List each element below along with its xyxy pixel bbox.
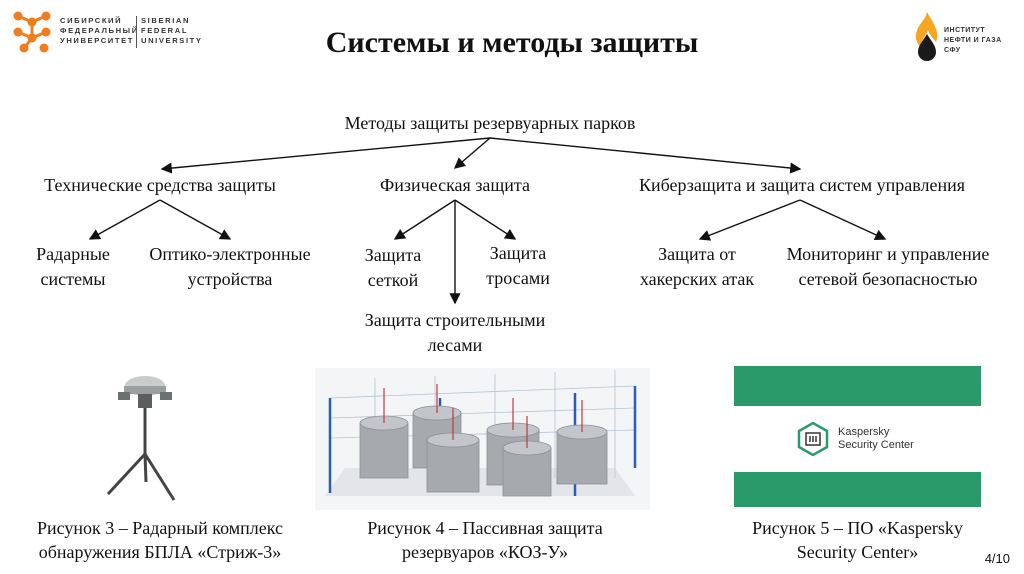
leaf-line: лесами — [427, 335, 483, 355]
leaf-line: сетевой безопасностью — [798, 269, 978, 289]
kaspersky-shield-icon — [797, 422, 829, 456]
page-number: 4/10 — [984, 551, 1010, 566]
diagram-root: Методы защиты резервуарных парков — [344, 113, 636, 133]
leaf-cables: Защита тросами — [486, 241, 550, 291]
sfu-ru-line: УНИВЕРСИТЕТ — [60, 36, 134, 45]
sfu-logo: СИБИРСКИЙ ФЕДЕРАЛЬНЫЙ УНИВЕРСИТЕТ SIBERI… — [10, 8, 203, 56]
kaspersky-logo-line: Kaspersky — [838, 426, 890, 438]
leaf-net: Защита сеткой — [365, 243, 422, 293]
caption-line: Рисунок 4 – Пассивная защита — [367, 518, 603, 538]
flame-drop-icon — [915, 12, 938, 61]
figure-4-caption: Рисунок 4 – Пассивная защита резервуаров… — [330, 516, 640, 564]
branch-physical: Физическая защита — [380, 175, 530, 195]
leaf-line: системы — [40, 269, 106, 289]
sfu-en-line: FEDERAL — [141, 26, 189, 35]
leaf-line: Мониторинг и управление — [786, 244, 990, 264]
leaf-scaffold: Защита строительными лесами — [365, 308, 546, 358]
branch-cyber: Киберзащита и защита систем управления — [639, 175, 965, 195]
radar-tripod-image — [106, 376, 176, 501]
logo-divider — [136, 16, 137, 48]
leaf-line: Защита строительными — [364, 310, 546, 330]
branch-technical: Технические средства защиты — [44, 175, 276, 195]
leaf-line: Защита — [489, 243, 547, 263]
tank-farm-protection-image — [315, 368, 650, 510]
arrow-root-technical — [160, 137, 491, 174]
arrow-physical-net — [393, 199, 456, 240]
sfu-en-line: UNIVERSITY — [141, 36, 203, 45]
sfu-ru-line: СИБИРСКИЙ — [60, 16, 123, 25]
caption-line: Security Center» — [796, 542, 919, 562]
arrow-physical-cables — [454, 199, 517, 240]
sfu-ru-line: ФЕДЕРАЛЬНЫЙ — [60, 26, 139, 35]
arrow-root-cyber — [489, 137, 802, 174]
kaspersky-logo-line: Security Center — [838, 439, 914, 451]
institute-line: СФУ — [944, 47, 961, 54]
leaf-line: сеткой — [367, 270, 419, 290]
leaf-line: Защита от — [658, 244, 736, 264]
arrow-cyber-hacker — [698, 199, 801, 241]
arrow-cyber-monitoring — [799, 199, 887, 241]
caption-line: Рисунок 3 – Радарный комплекс — [36, 518, 284, 538]
leaf-radar: Радарные системы — [36, 242, 110, 292]
figure-5-caption: Рисунок 5 – ПО «Kaspersky Security Cente… — [705, 516, 1010, 564]
leaf-line: Радарные — [36, 244, 110, 264]
caption-line: резервуаров «КОЗ-У» — [401, 542, 569, 562]
arrow-technical-radar — [88, 199, 161, 240]
leaf-line: устройства — [187, 269, 273, 289]
page-title: Системы и методы защиты — [325, 26, 699, 59]
institute-line: ИНСТИТУТ — [944, 27, 986, 34]
leaf-line: тросами — [486, 268, 550, 288]
institute-line: НЕФТИ И ГАЗА — [944, 37, 1002, 44]
sfu-name-ru: СИБИРСКИЙ ФЕДЕРАЛЬНЫЙ УНИВЕРСИТЕТ — [60, 16, 139, 46]
leaf-hacker: Защита от хакерских атак — [640, 242, 754, 292]
arrow-technical-optical — [159, 199, 232, 240]
leaf-monitoring: Мониторинг и управление сетевой безопасн… — [787, 242, 990, 292]
sfu-en-line: SIBERIAN — [141, 16, 191, 25]
institute-logo: ИНСТИТУТ НЕФТИ И ГАЗА СФУ — [912, 8, 1012, 66]
kaspersky-banner: Kaspersky Security Center — [734, 406, 981, 472]
leaf-line: хакерских атак — [639, 269, 755, 289]
caption-line: обнаружения БПЛА «Стриж-3» — [38, 542, 282, 562]
leaf-optical: Оптико-электронные устройства — [149, 242, 310, 292]
caption-line: Рисунок 5 – ПО «Kaspersky — [752, 518, 963, 538]
leaf-line: Защита — [364, 245, 422, 265]
kaspersky-image: Kaspersky Security Center — [734, 366, 981, 507]
leaf-line: Оптико-электронные — [149, 244, 311, 264]
arrow-root-physical — [453, 137, 491, 169]
sfu-name-en: SIBERIAN FEDERAL UNIVERSITY — [141, 16, 203, 46]
sfu-molecule-icon — [13, 11, 51, 53]
figure-3-caption: Рисунок 3 – Радарный комплекс обнаружени… — [5, 516, 315, 564]
